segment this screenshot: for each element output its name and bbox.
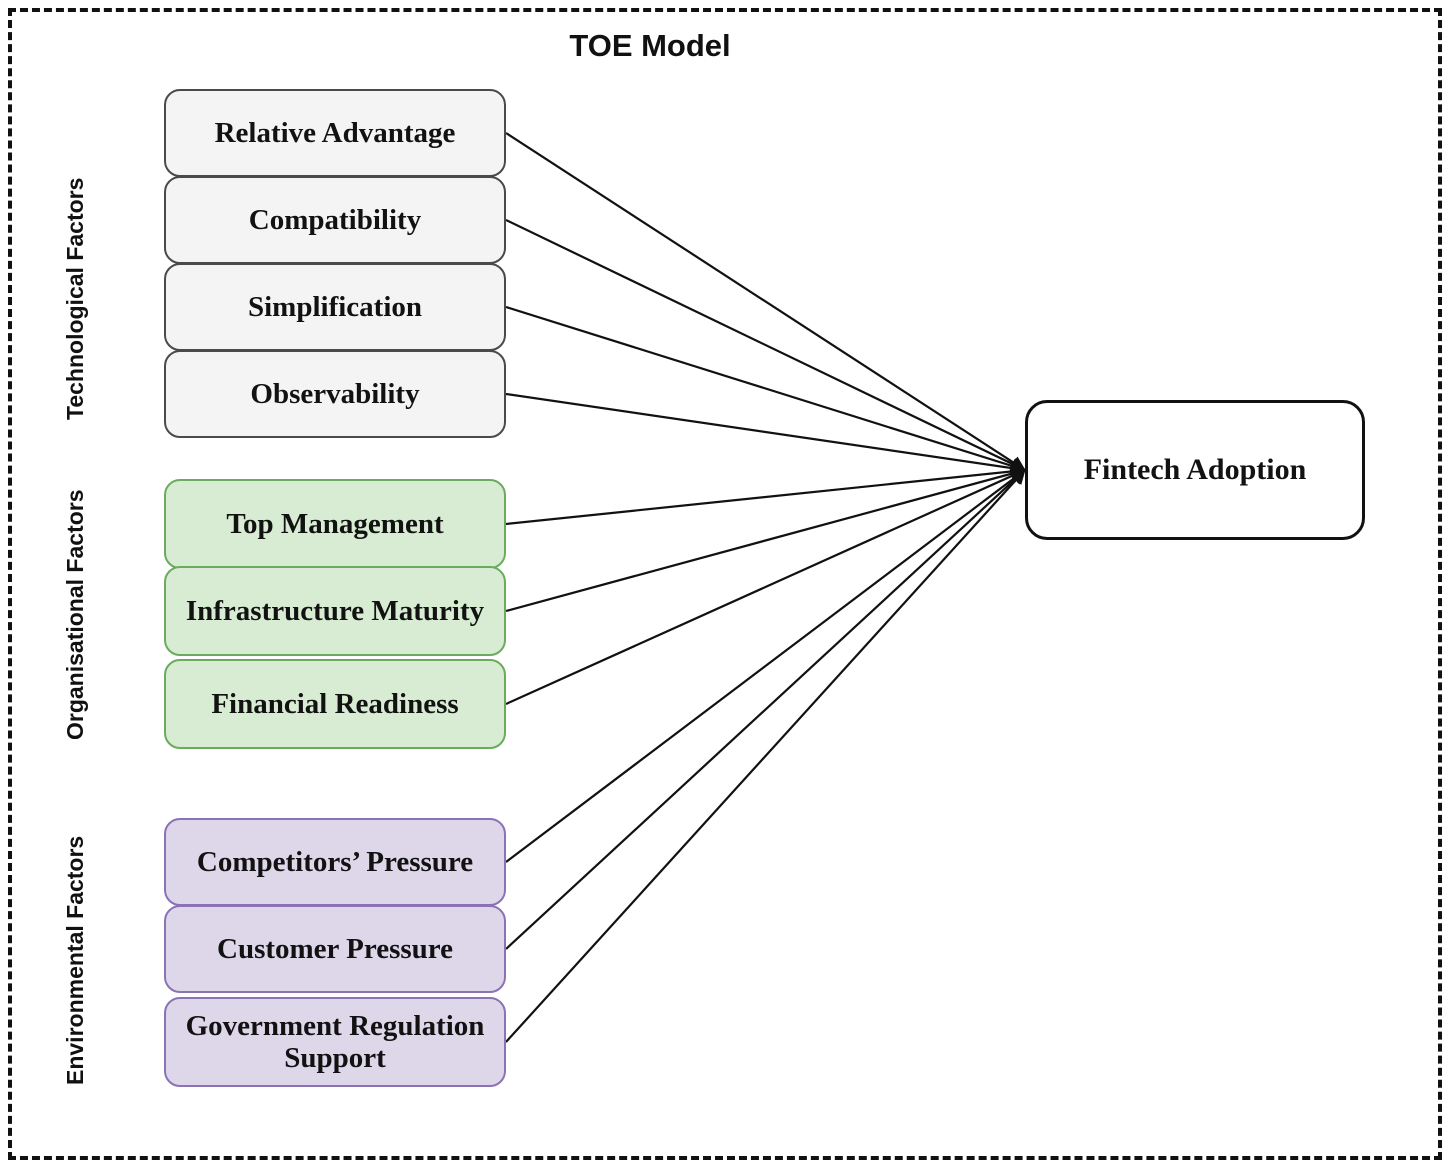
node-label: Top Management [226,507,444,540]
edge-line [505,132,1026,471]
node-label: Fintech Adoption [1083,453,1307,487]
group-label-environmental: Environmental Factors [62,835,88,1085]
node-label: Observability [250,377,420,410]
edge-line [505,469,1026,950]
node-competitors-pressure[interactable]: Competitors’ Pressure [164,818,506,906]
group-label-technological: Technological Factors [62,177,88,420]
edge-line [505,469,1026,1043]
node-label: Simplification [247,290,422,323]
node-relative-advantage[interactable]: Relative Advantage [164,89,506,177]
edge-line [505,392,1026,476]
edge-line [505,305,1026,473]
node-simplification[interactable]: Simplification [164,263,506,351]
figure-title: TOE Model [569,28,731,63]
node-label: Relative Advantage [214,116,456,149]
node-government-regulation-support[interactable]: Government Regulation Support [164,997,506,1087]
node-label: Financial Readiness [211,687,459,720]
edge-line [505,219,1026,471]
node-observability[interactable]: Observability [164,350,506,438]
edge-line [505,466,1026,613]
edge-line [505,468,1026,706]
edge-line [505,464,1026,526]
edge-line [505,469,1026,863]
node-label: Government Regulation Support [185,1009,485,1074]
node-fintech-adoption[interactable]: Fintech Adoption [1025,400,1365,540]
node-customer-pressure[interactable]: Customer Pressure [164,905,506,993]
node-label: Customer Pressure [217,932,453,965]
node-infrastructure-maturity[interactable]: Infrastructure Maturity [164,566,506,656]
node-top-management[interactable]: Top Management [164,479,506,569]
node-financial-readiness[interactable]: Financial Readiness [164,659,506,749]
node-label: Infrastructure Maturity [185,594,485,627]
group-label-organisational: Organisational Factors [62,489,88,740]
node-compatibility[interactable]: Compatibility [164,176,506,264]
node-label: Compatibility [248,203,422,236]
edge-lines [505,132,1026,1043]
node-label: Competitors’ Pressure [196,845,474,878]
